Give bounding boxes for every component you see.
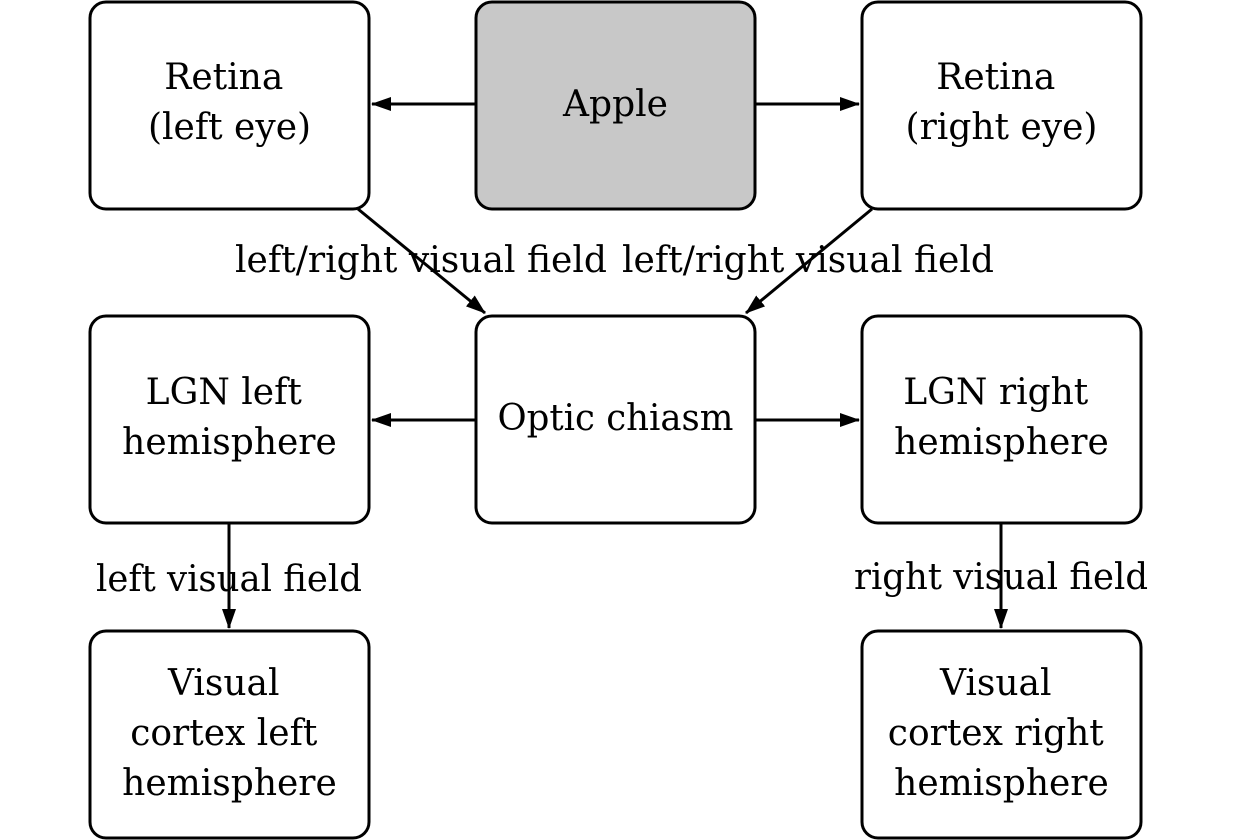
node-label-line: hemisphere [894,422,1109,463]
node-label-line: Apple [562,84,668,125]
stimulus-box [474,0,757,211]
node-label-line: cortex left [130,713,318,754]
edge-label-retina-left: left/right visual field [235,240,607,281]
node-label-line: Retina [164,57,283,98]
node-label: Retina (right eye) [906,57,1098,148]
node-label-line: LGN right [903,372,1089,413]
node-label: Optic chiasm [498,398,734,439]
node-label-line: hemisphere [894,763,1109,804]
node-box [88,629,371,840]
edge-retina-right-to-chiasm [745,207,873,315]
node-label: LGN left hemisphere [122,372,337,463]
node-lgn-left: LGN left hemisphere [88,314,371,525]
node-label-line: Visual [939,663,1052,704]
edge-label-lgn-left: left visual field [96,559,362,600]
node-box [860,629,1143,840]
node-label: Apple [562,84,668,125]
node-box [474,314,757,525]
node-label-line: LGN left [146,372,303,413]
node-retina-right: Retina (right eye) [860,0,1143,211]
node-box [860,314,1143,525]
node-label-line: hemisphere [122,763,337,804]
node-cortex-left: Visual cortex left hemisphere [88,629,371,840]
node-label-line: hemisphere [122,422,337,463]
node-optic-chiasm: Optic chiasm [474,314,757,525]
node-label: Retina (left eye) [148,57,311,148]
node-label-line: (left eye) [148,107,311,148]
node-label-line: Retina [936,57,1055,98]
edge-label-lgn-right: right visual field [854,557,1148,598]
node-box [88,314,371,525]
node-label-line: (right eye) [906,107,1098,148]
node-retina-left: Retina (left eye) [88,0,371,211]
node-label-line: Optic chiasm [498,398,734,439]
node-label: LGN right hemisphere [894,372,1109,463]
node-label: Visual cortex left hemisphere [122,663,337,804]
node-label-line: Visual [167,663,280,704]
node-box [860,0,1143,211]
node-label-line: cortex right [888,713,1105,754]
node-label: Visual cortex right hemisphere [888,663,1115,804]
nodes: Retina (left eye) Apple Retina (right ey… [88,0,1143,840]
node-lgn-right: LGN right hemisphere [860,314,1143,525]
node-cortex-right: Visual cortex right hemisphere [860,629,1143,840]
node-box [88,0,371,211]
edges [222,97,1008,629]
edge-retina-left-to-chiasm [357,207,486,315]
edge-labels: left/right visual field left/right visua… [96,240,1148,600]
edge-label-retina-right: left/right visual field [622,240,994,281]
node-apple: Apple [474,0,757,211]
